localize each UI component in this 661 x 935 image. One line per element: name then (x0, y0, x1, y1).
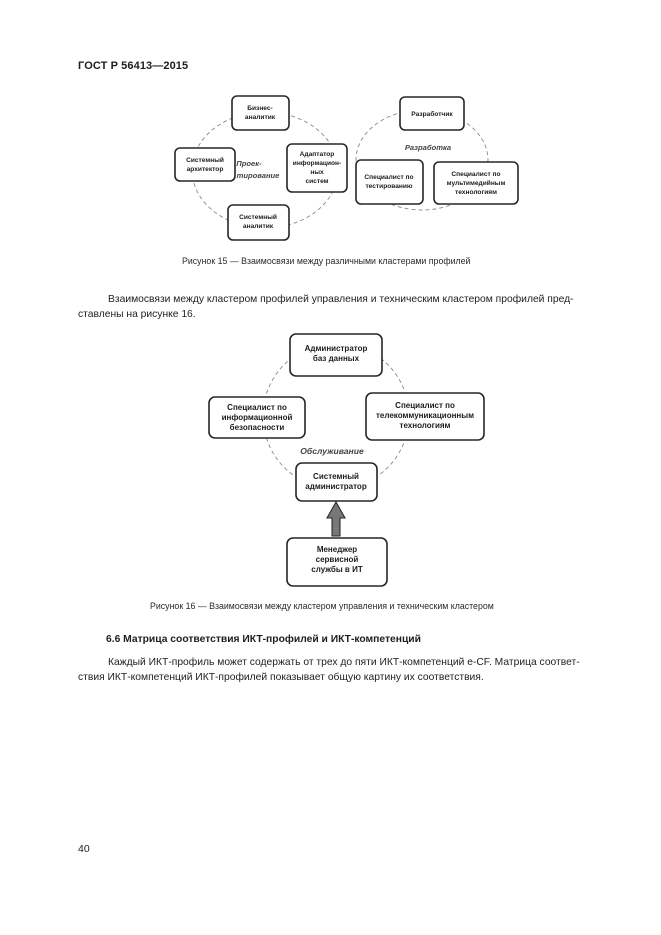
paragraph-figure-16-intro: Взаимосвязи между кластером профилей упр… (78, 292, 614, 322)
box-developer: Разработчик (399, 96, 465, 131)
paragraph-2-line-1: Каждый ИКТ-профиль может содержать от тр… (108, 657, 580, 668)
cluster-development-label: Разработка (405, 143, 451, 152)
section-6-6-heading: 6.6 Матрица соответствия ИКТ-профилей и … (106, 634, 421, 645)
cluster-service-label: Обслуживание (300, 446, 364, 456)
figure-16-caption: Рисунок 16 — Взаимосвязи между кластером… (150, 601, 494, 611)
figure-15-diagram: Проек- тирование Разработка Бизнес-анали… (174, 95, 519, 241)
box-business-analyst: Бизнес-аналитик (231, 95, 290, 131)
document-header: ГОСТ Р 56413—2015 (78, 60, 189, 72)
svg-text:Разработчик: Разработчик (411, 110, 453, 118)
page-number: 40 (78, 843, 90, 855)
figure-15-caption: Рисунок 15 — Взаимосвязи между различным… (182, 256, 471, 266)
arrow-up-icon (326, 500, 346, 537)
cluster-design-label: Проек- тирование (236, 159, 280, 180)
paragraph-1-line-1: Взаимосвязи между кластером профилей упр… (108, 294, 574, 305)
svg-text:Бизнес-аналитик: Бизнес-аналитик (245, 105, 276, 121)
paragraph-1-line-2: ставлены на рисунке 16. (78, 309, 196, 320)
paragraph-section-6-6: Каждый ИКТ-профиль может содержать от тр… (78, 655, 614, 685)
paragraph-2-line-2: ствия ИКТ-компетенций ИКТ-профилей показ… (78, 672, 484, 683)
